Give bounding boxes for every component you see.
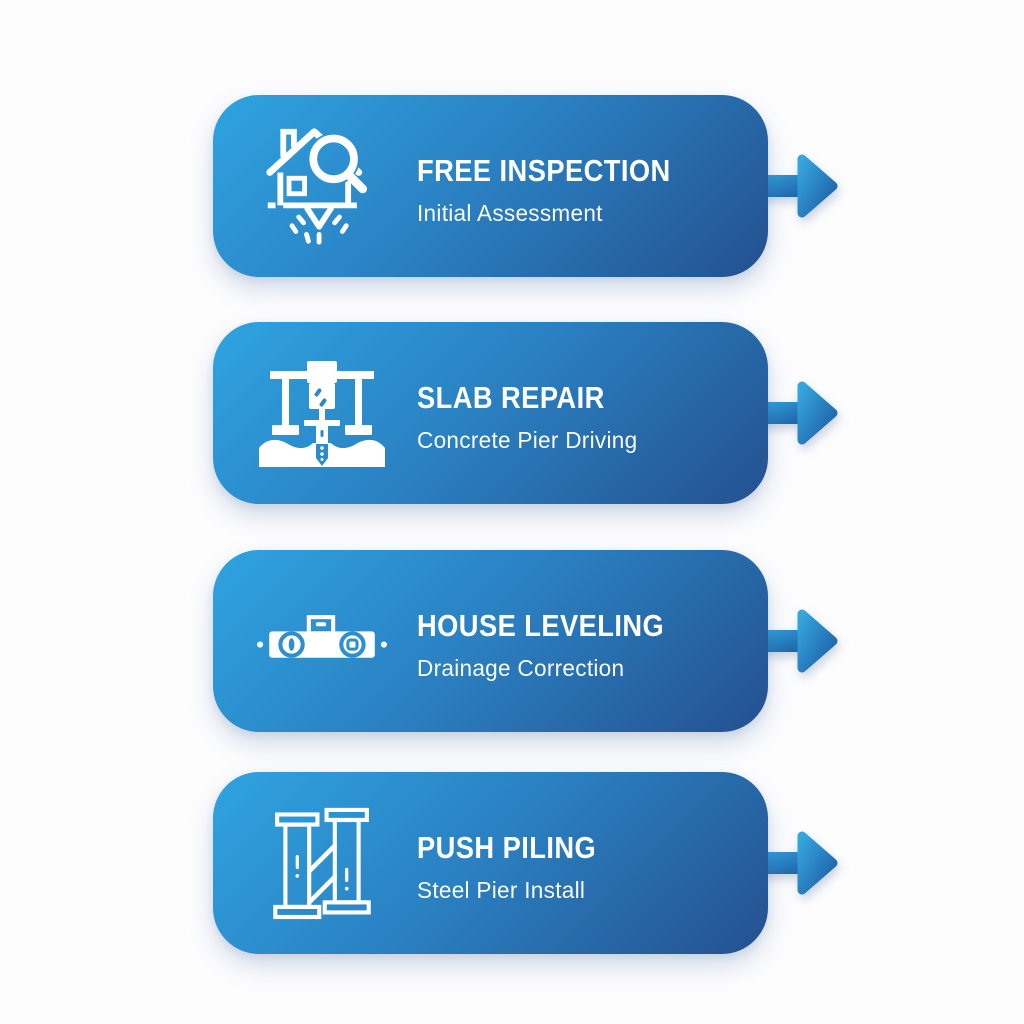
- card-title: SLAB REPAIR: [417, 379, 605, 415]
- spirit-level-icon: [249, 550, 395, 732]
- arrow-right-icon: [758, 154, 838, 218]
- card-text-block: PUSH PILING Steel Pier Install: [417, 772, 748, 958]
- steel-piers-icon: [249, 772, 395, 954]
- service-card-house-leveling: HOUSE LEVELING Drainage Correction: [213, 550, 768, 732]
- service-card-push-piling: PUSH PILING Steel Pier Install: [213, 772, 768, 954]
- service-card-slab-repair: SLAB REPAIR Concrete Pier Driving: [213, 322, 768, 504]
- card-title: FREE INSPECTION: [417, 152, 671, 188]
- card-text-block: SLAB REPAIR Concrete Pier Driving: [417, 322, 748, 508]
- arrow-right-icon: [758, 381, 838, 445]
- arrow-right-icon: [758, 609, 838, 673]
- concrete-pier-driving-icon-svg: [259, 361, 385, 467]
- step-row-1: FREE INSPECTION Initial Assessment: [213, 95, 838, 277]
- service-card-free-inspection: FREE INSPECTION Initial Assessment: [213, 95, 768, 277]
- card-subtitle: Concrete Pier Driving: [417, 426, 638, 453]
- step-row-3: HOUSE LEVELING Drainage Correction: [213, 550, 838, 732]
- arrow-right-icon: [758, 831, 838, 895]
- card-subtitle: Initial Assessment: [417, 199, 603, 226]
- card-text-block: FREE INSPECTION Initial Assessment: [417, 95, 748, 281]
- step-row-2: SLAB REPAIR Concrete Pier Driving: [213, 322, 838, 504]
- concrete-pier-driving-icon: [249, 322, 395, 504]
- spirit-level-icon-svg: [257, 614, 387, 658]
- card-title: HOUSE LEVELING: [417, 607, 665, 643]
- step-row-4: PUSH PILING Steel Pier Install: [213, 772, 838, 954]
- house-inspection-icon: [249, 95, 395, 277]
- steel-piers-icon-svg: [273, 807, 371, 920]
- card-subtitle: Drainage Correction: [417, 654, 625, 681]
- house-inspection-icon-svg: [266, 128, 368, 245]
- card-text-block: HOUSE LEVELING Drainage Correction: [417, 550, 748, 736]
- card-title: PUSH PILING: [417, 829, 597, 865]
- card-subtitle: Steel Pier Install: [417, 876, 586, 903]
